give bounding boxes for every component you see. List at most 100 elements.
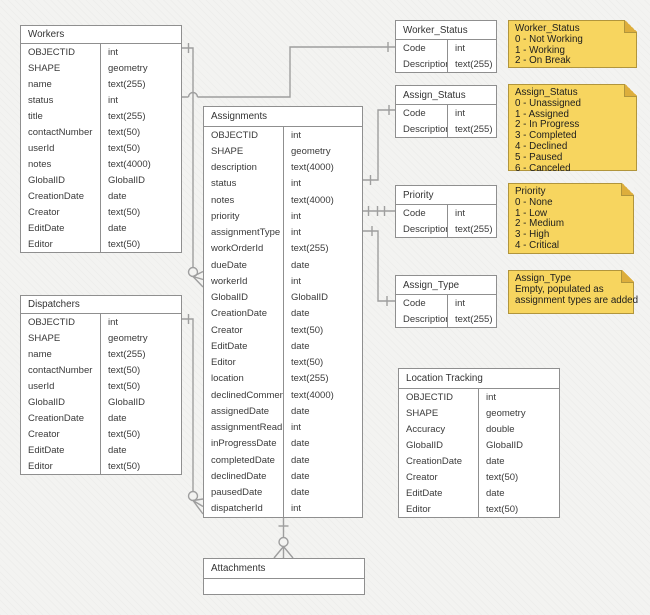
field-name: notes (204, 192, 284, 209)
field-type: text(50) (291, 324, 324, 336)
note-title: Assign_Type (515, 273, 572, 284)
field-type: date (291, 308, 310, 320)
table-title: Attachments (204, 559, 364, 579)
field-type: int (291, 503, 302, 515)
note-title: Priority (515, 186, 546, 197)
field-type: date (486, 487, 505, 499)
table-title: Assign_Type (396, 276, 496, 295)
field-name: Editor (399, 501, 479, 517)
field-type: int (108, 46, 119, 58)
field-name: workerId (204, 273, 284, 290)
note-line: 1 - Assigned (515, 108, 569, 120)
connector-workers-worker-status (182, 42, 395, 98)
field-name: assignmentRead (204, 419, 284, 436)
field-name: userId (21, 140, 101, 156)
field-name: CreationDate (21, 188, 101, 204)
field-name: SHAPE (21, 330, 101, 346)
field-name: Creator (21, 426, 101, 442)
field-name: Code (396, 205, 448, 221)
field-name: userId (21, 378, 101, 394)
field-name: GlobalID (21, 394, 101, 410)
field-name: Description (396, 56, 448, 72)
field-name: inProgressDate (204, 435, 284, 452)
cardinality-one-tick (367, 206, 386, 216)
field-name: OBJECTID (21, 314, 101, 330)
field-type: date (108, 190, 127, 202)
field-type: int (455, 297, 466, 309)
field-type: text(50) (486, 503, 519, 515)
table-title: Workers (21, 26, 181, 44)
field-name: Description (396, 221, 448, 237)
field-type: geometry (486, 407, 526, 419)
note-fold-corner (624, 84, 637, 97)
field-name: Creator (399, 469, 479, 485)
field-type: GlobalID (108, 396, 145, 408)
note-line: 2 - Medium (515, 218, 564, 230)
crow-foot (192, 270, 204, 288)
entity-table-attachments[interactable]: Attachments (203, 558, 365, 595)
field-name: CreationDate (204, 305, 284, 322)
note-line: Empty, populated as (515, 283, 604, 295)
connector-workers-assignments (182, 43, 204, 288)
table-title: Assign_Status (396, 86, 496, 105)
note-fold-corner (621, 183, 634, 196)
field-type: int (486, 391, 497, 403)
field-type: text(50) (108, 380, 141, 392)
field-name: Code (396, 105, 448, 121)
field-name: location (204, 370, 284, 387)
field-name: EditDate (204, 338, 284, 355)
note-line: 0 - Unassigned (515, 97, 581, 109)
field-name: dispatcherId (204, 500, 284, 517)
field-type: geometry (108, 62, 148, 74)
field-name: Code (396, 295, 448, 311)
field-name: dueDate (204, 257, 284, 274)
field-type: text(50) (108, 206, 141, 218)
field-type: text(50) (108, 460, 141, 472)
field-name: name (21, 346, 101, 362)
note-line: 2 - In Progress (515, 119, 580, 131)
field-type: date (291, 454, 310, 466)
note-line: 0 - Not Working (515, 33, 583, 45)
field-type: date (291, 259, 310, 271)
